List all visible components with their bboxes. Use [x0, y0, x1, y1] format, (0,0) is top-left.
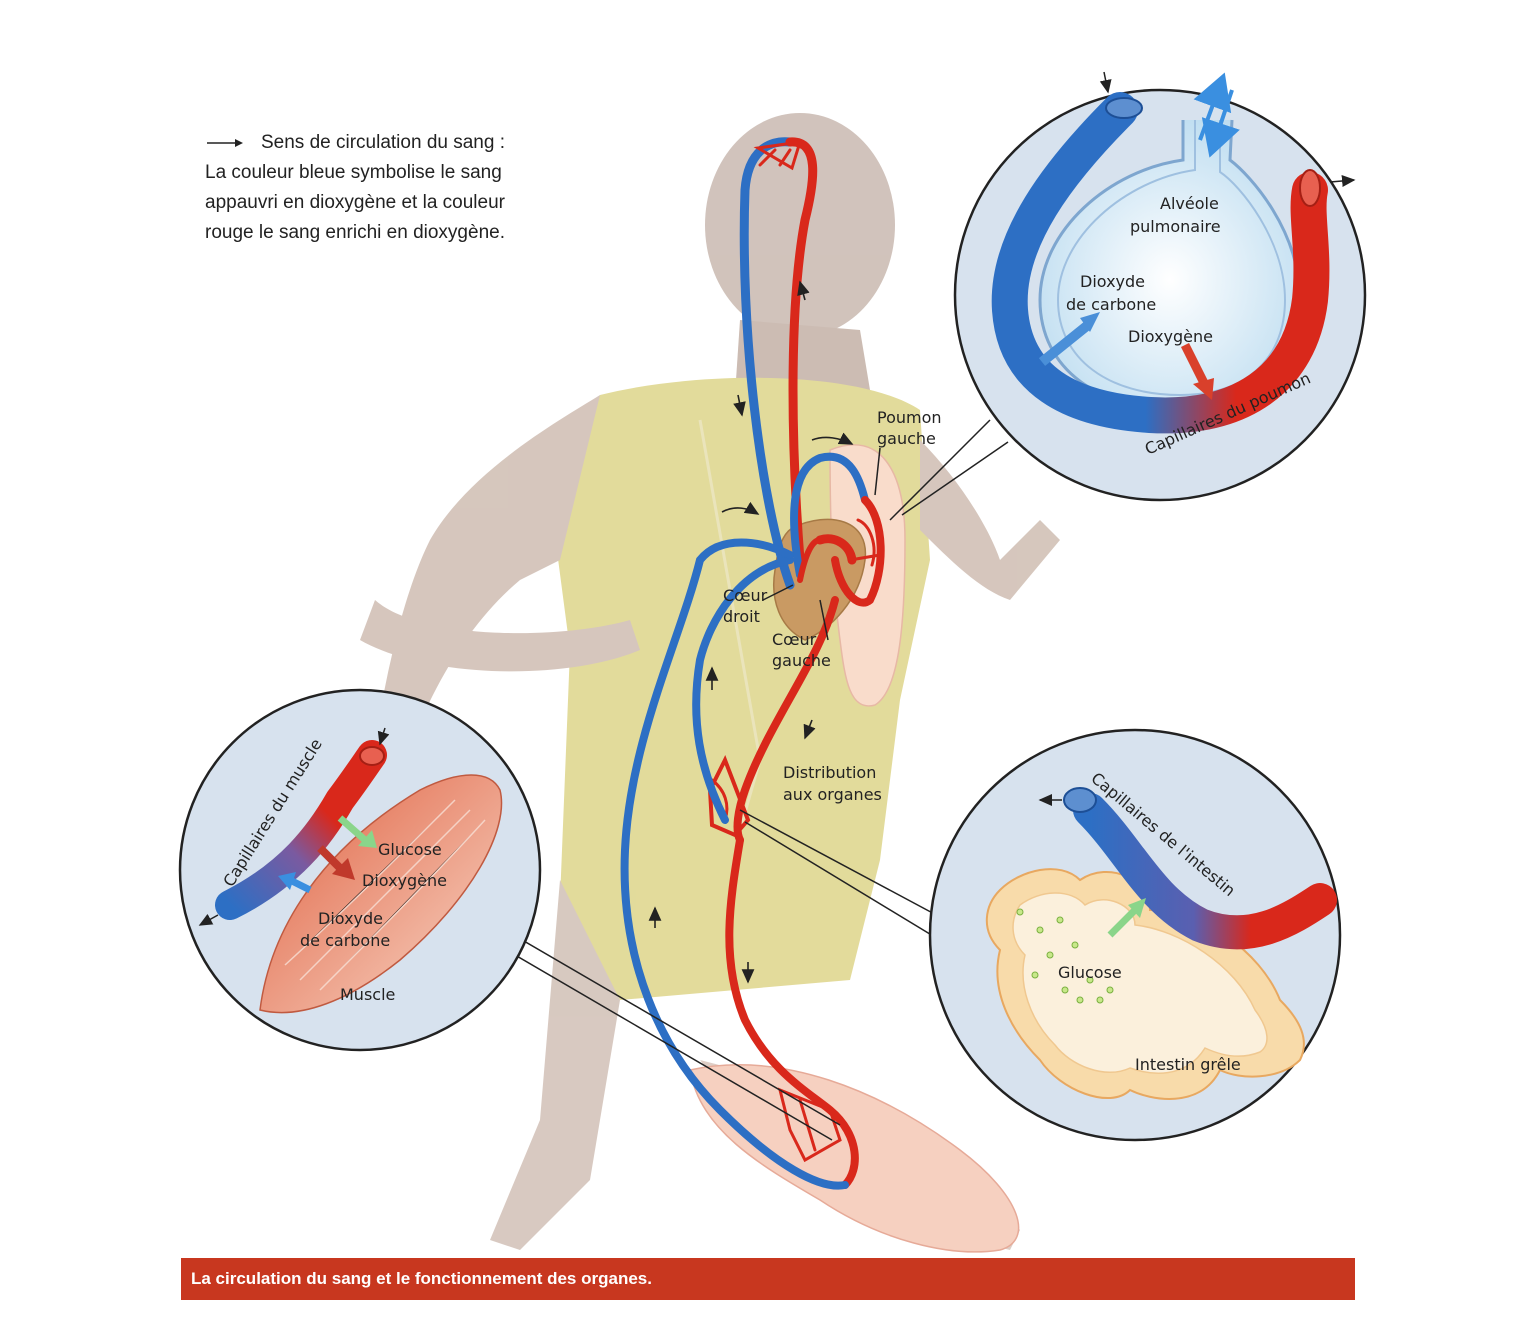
- legend-line-4: rouge le sang enrichi en dioxygène.: [205, 222, 505, 243]
- label-intestine-glucose: Glucose: [1058, 963, 1122, 982]
- label-lung-o2: Dioxygène: [1128, 327, 1213, 346]
- lung-capillary-vessel: [991, 92, 1330, 434]
- label-muscle-co2-1: Dioxyde: [318, 909, 383, 928]
- legend: Sens de circulation du sang : La couleur…: [205, 128, 565, 248]
- intestine-inset: Capillaires de l'intestin Glucose Intest…: [928, 728, 1342, 1142]
- label-muscle-glucose: Glucose: [378, 840, 442, 859]
- label-muscle-co2-2: de carbone: [300, 931, 390, 950]
- label-muscle: Muscle: [340, 985, 395, 1004]
- body-labels: Poumon gauche Cœur droit Cœur gauche Dis…: [723, 408, 942, 804]
- co2-arrow-lung: [1038, 321, 1092, 366]
- lung-inset: Alvéole pulmonaire Dioxyde de carbone Di…: [953, 71, 1367, 502]
- legend-line-2: La couleur bleue symbolise le sang: [205, 162, 502, 183]
- label-muscle-o2: Dioxygène: [362, 871, 447, 890]
- circulation-vessels: [620, 137, 885, 1190]
- label-coeur-gauche-1: Cœur: [772, 630, 817, 649]
- intestine-capillary-vessel: [1073, 793, 1337, 950]
- muscle-inset: Capillaires du muscle Glucose Dioxygène …: [178, 688, 542, 1052]
- flow-arrows: [648, 280, 854, 984]
- callout-lines: [497, 419, 1009, 1141]
- o2-arrow-lung: [1180, 342, 1210, 388]
- muscle-capillary-vessel: [215, 740, 387, 920]
- label-poumon-gauche-1: Poumon: [877, 408, 942, 427]
- muscle-shape: [259, 774, 503, 1014]
- legend-arrow-icon: [207, 139, 243, 147]
- label-coeur-droit-1: Cœur: [723, 586, 768, 605]
- label-intestine: Intestin grêle: [1135, 1055, 1241, 1074]
- label-coeur-droit-2: droit: [723, 607, 760, 626]
- label-coeur-gauche-2: gauche: [772, 651, 831, 670]
- label-lung-co2-1: Dioxyde: [1080, 272, 1145, 291]
- label-poumon-gauche-2: gauche: [877, 429, 936, 448]
- label-alveole-1: Alvéole: [1160, 194, 1219, 213]
- label-distribution-1: Distribution: [783, 763, 876, 782]
- legend-arrow-row: Sens de circulation du sang :: [205, 128, 565, 158]
- legend-line-3: appauvri en dioxygène et la couleur: [205, 192, 505, 213]
- caption-bar: La circulation du sang et le fonctionnem…: [181, 1258, 1355, 1300]
- legend-arrow-label: Sens de circulation du sang :: [261, 132, 505, 153]
- label-lung-co2-2: de carbone: [1066, 295, 1156, 314]
- label-alveole-2: pulmonaire: [1130, 217, 1221, 236]
- label-distribution-2: aux organes: [783, 785, 882, 804]
